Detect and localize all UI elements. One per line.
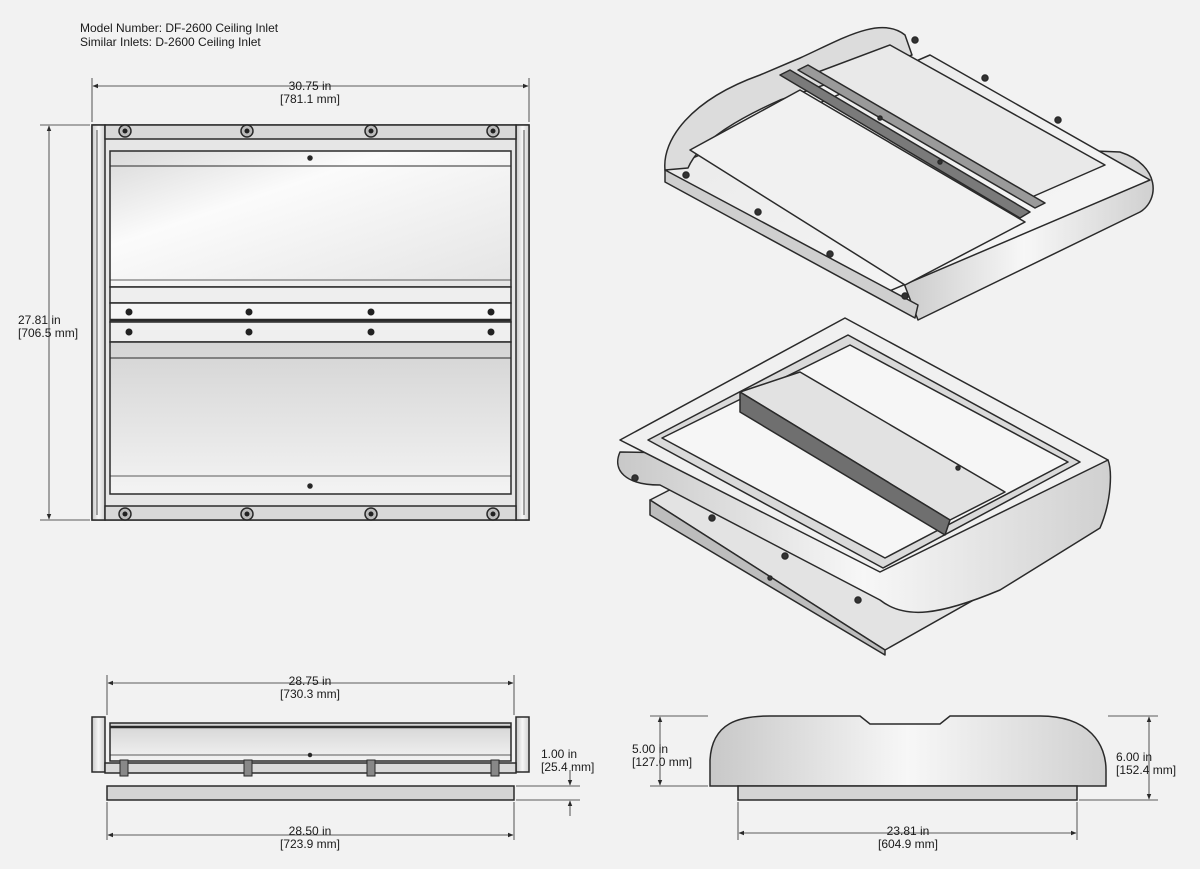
side-profile (709, 715, 1107, 787)
dim-value-in: 5.00 in (632, 742, 669, 756)
dim-value-mm: [127.0 mm] (632, 755, 693, 769)
dim-label-top-width: 30.75 in [781.1 mm] (260, 80, 360, 106)
upper-damper-panel (109, 150, 512, 288)
model-number-label: Model Number: DF-2600 Ceiling Inlet (80, 21, 279, 35)
mounting-bolts (118, 124, 500, 521)
lower-damper-panel (109, 341, 512, 495)
dim-value-mm: [730.3 mm] (279, 687, 341, 701)
dim-label-side-right: 6.00 in [152.4 mm] (1116, 751, 1176, 777)
front-bolts (119, 759, 500, 777)
dim-label-side-left: 5.00 in [127.0 mm] (632, 743, 692, 769)
side-base-flange (737, 785, 1078, 801)
isometric-view-closed (664, 26, 1154, 321)
right-side-rail (515, 124, 530, 521)
dim-label-front-inner: 28.75 in [730.3 mm] (260, 675, 360, 701)
side-view (650, 715, 1158, 840)
front-view (91, 675, 580, 840)
dim-value-mm: [706.5 mm] (18, 326, 79, 340)
dim-value-mm: [25.4 mm] (541, 760, 595, 774)
dim-value-mm: [152.4 mm] (1116, 763, 1177, 777)
dim-line-height (40, 124, 90, 521)
top-view (40, 78, 530, 521)
dim-line-flange (516, 770, 580, 816)
dim-label-flange: 1.00 in [25.4 mm] (541, 748, 594, 774)
left-side-rail (91, 124, 106, 521)
dim-line-front-inner (106, 675, 515, 715)
dim-value-in: 6.00 in (1116, 750, 1153, 764)
dim-value-in: 1.00 in (541, 747, 578, 761)
dim-value-in: 28.50 in (288, 824, 332, 838)
dim-label-front-outer: 28.50 in [723.9 mm] (260, 825, 360, 851)
dim-value-mm: [781.1 mm] (279, 92, 341, 106)
center-hinge-strip (109, 286, 512, 304)
dim-line-side-left (650, 715, 708, 787)
dim-line-side-base (737, 802, 1078, 840)
front-base-flange (106, 785, 515, 801)
dim-value-in: 30.75 in (288, 79, 332, 93)
dim-value-mm: [604.9 mm] (877, 837, 939, 851)
dim-value-mm: [723.9 mm] (279, 837, 341, 851)
similar-inlets-label: Similar Inlets: D-2600 Ceiling Inlet (80, 35, 261, 49)
dim-line-top-width (91, 78, 530, 122)
dim-label-side-base: 23.81 in [604.9 mm] (858, 825, 958, 851)
dim-value-in: 27.81 in (18, 313, 61, 327)
isometric-view-open (617, 317, 1112, 656)
drawing-header: Model Number: DF-2600 Ceiling Inlet Simi… (80, 21, 278, 49)
hinge-rivets (125, 308, 495, 336)
dim-value-in: 23.81 in (886, 824, 930, 838)
dim-line-side-right (1079, 715, 1158, 801)
dim-label-height: 27.81 in [706.5 mm] (18, 314, 78, 340)
dim-value-in: 28.75 in (288, 674, 332, 688)
dim-line-front-outer (106, 802, 515, 840)
